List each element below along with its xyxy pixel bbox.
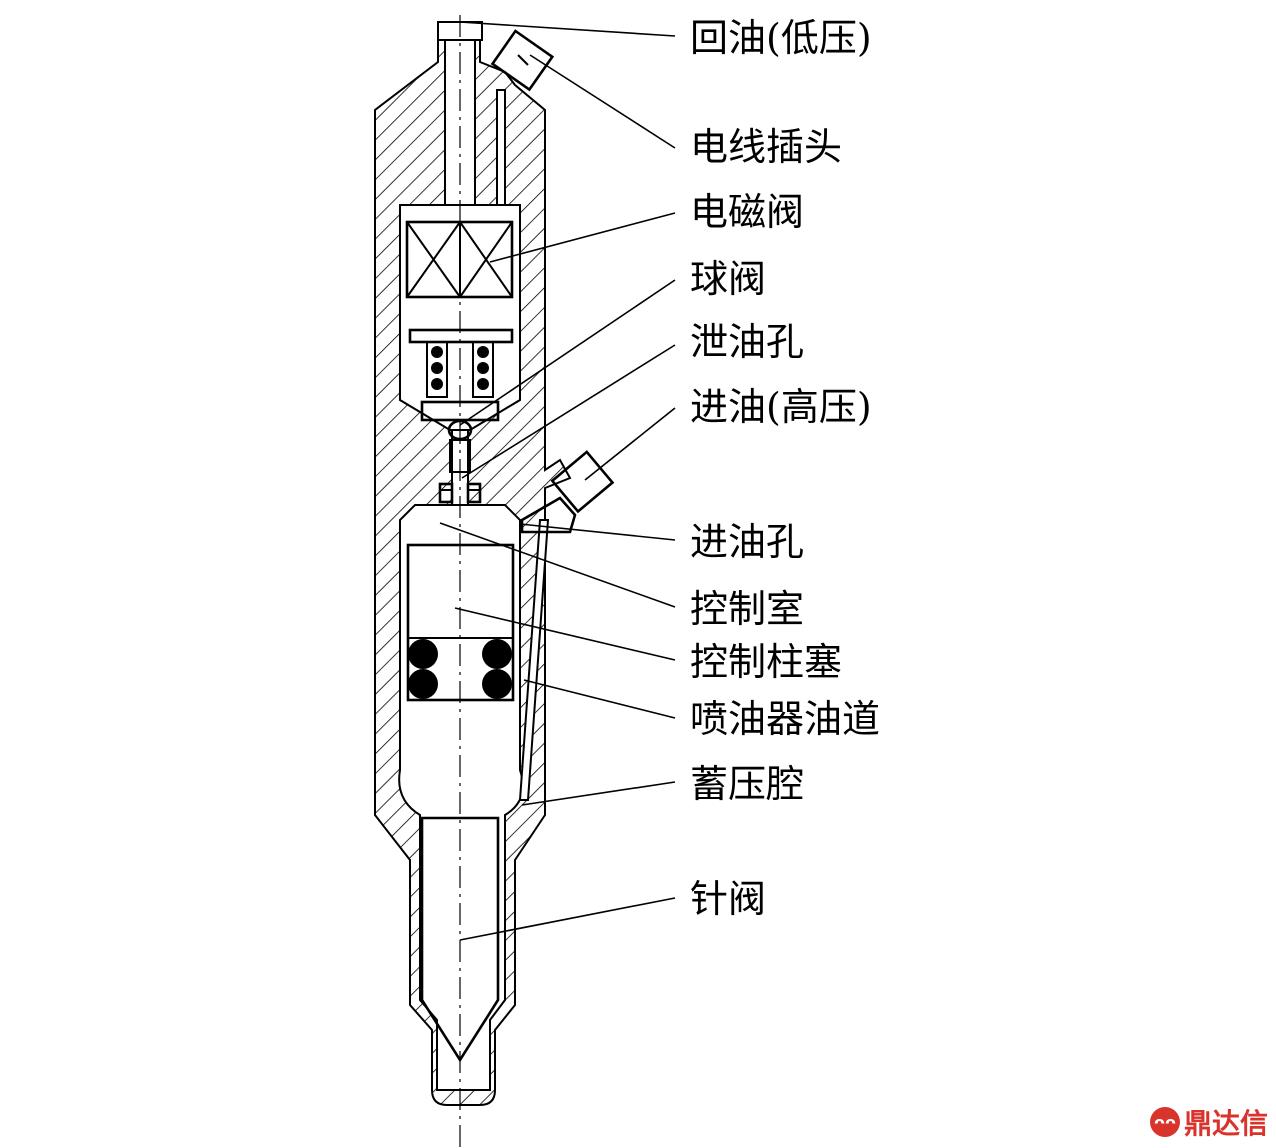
label-return-oil: 回油(低压)	[690, 16, 872, 60]
label-wire-plug: 电线插头	[690, 125, 842, 169]
label-inlet-hole: 进油孔	[690, 520, 804, 564]
needle-valve	[420, 816, 500, 1063]
label-control-chamber: 控制室	[690, 587, 804, 631]
label-injector-oil-channel: 喷油器油道	[690, 697, 880, 741]
label-solenoid-valve: 电磁阀	[690, 190, 804, 234]
wire-channel	[496, 89, 506, 206]
spring-left	[426, 341, 448, 398]
watermark-logo-icon: ᴖᴖ	[1149, 1107, 1180, 1137]
spring-right	[472, 341, 494, 398]
watermark-text: 鼎达信	[1183, 1107, 1268, 1140]
injector-oil-channel	[518, 519, 550, 801]
wire-plug	[490, 29, 555, 92]
armature	[408, 328, 514, 422]
label-group: 回油(低压) 电线插头 电磁阀 球阀 泄油孔 进油(高压) 进油孔 控制室 控制…	[690, 16, 880, 921]
drain-hole	[438, 482, 482, 504]
label-accumulator-chamber: 蓄压腔	[690, 762, 804, 806]
label-needle-valve: 针阀	[690, 877, 766, 921]
watermark: ᴖᴖ 鼎达信	[1149, 1102, 1268, 1142]
leader-lines	[439, 21, 676, 941]
label-drain-hole: 泄油孔	[690, 320, 804, 364]
control-plunger	[406, 543, 515, 702]
inlet-fitting	[520, 450, 615, 534]
label-high-pressure-inlet: 进油(高压)	[690, 385, 872, 429]
label-ball-valve: 球阀	[690, 257, 766, 301]
label-control-plunger: 控制柱塞	[690, 640, 842, 684]
